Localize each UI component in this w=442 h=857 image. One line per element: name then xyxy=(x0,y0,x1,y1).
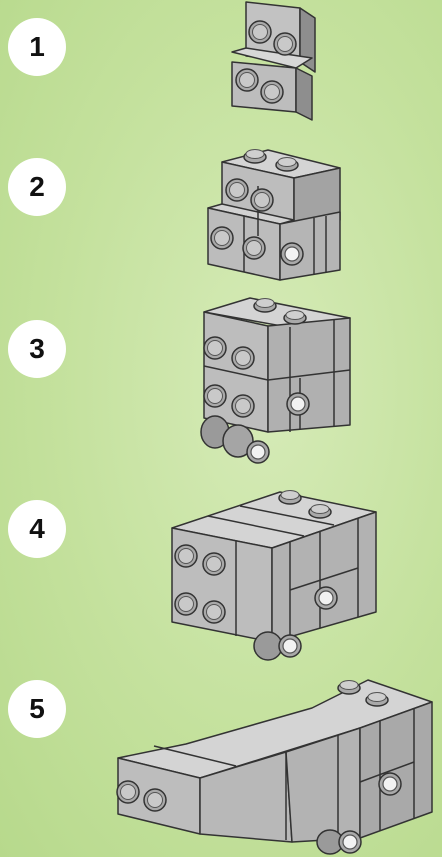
step-3-model xyxy=(201,298,350,463)
step-4-model xyxy=(172,491,376,661)
step-2-model xyxy=(208,150,340,281)
step-1-model xyxy=(232,2,315,120)
step-5-model xyxy=(117,680,432,854)
